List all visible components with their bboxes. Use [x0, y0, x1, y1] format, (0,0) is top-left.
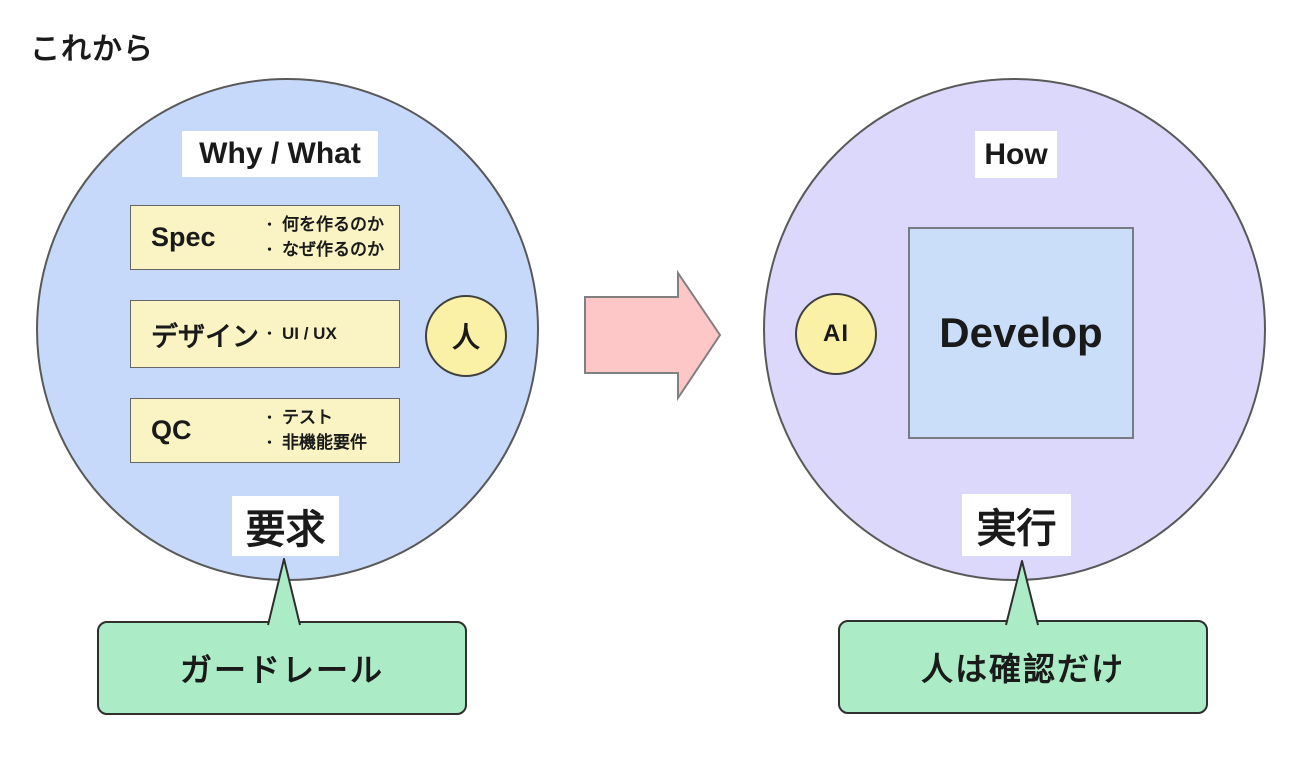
- task-box-design-label: デザイン: [151, 321, 259, 352]
- ai-circle: AI: [795, 293, 877, 375]
- bullet-item: ・非機能要件: [263, 432, 367, 454]
- bullet-item: ・何を作るのか: [263, 214, 384, 236]
- left-circle-top-label: Why / What: [182, 131, 378, 177]
- bullet-text: 非機能要件: [282, 432, 368, 452]
- bullet-text: なぜ作るのか: [282, 239, 385, 259]
- task-box-qc-label: QC: [151, 415, 192, 445]
- develop-box: Develop: [908, 227, 1134, 439]
- bullet-dot: ・: [263, 434, 277, 450]
- human-check-callout: 人は確認だけ: [838, 620, 1208, 714]
- bullet-item: ・なぜ作るのか: [263, 239, 384, 261]
- bullet-dot: ・: [263, 217, 277, 233]
- bullet-dot: ・: [263, 410, 277, 426]
- task-box-design-bullets: ・ UI / UX: [263, 323, 337, 345]
- left-circle-bottom-label: 要求: [232, 496, 339, 556]
- bullet-text: UI / UX: [282, 323, 337, 343]
- person-circle-label: 人: [451, 322, 480, 353]
- bullet-item: ・テスト: [263, 407, 367, 429]
- ai-circle-label: AI: [823, 320, 849, 347]
- task-box-spec-bullets: ・何を作るのか ・なぜ作るのか: [263, 214, 384, 260]
- guardrail-callout-label: ガードレール: [179, 652, 384, 688]
- flow-arrow: [584, 269, 722, 402]
- task-box-spec: Spec ・何を作るのか ・なぜ作るのか: [130, 205, 400, 270]
- bullet-dot: ・: [263, 241, 277, 257]
- right-arrow-icon: [584, 269, 722, 402]
- task-box-spec-label: Spec: [151, 222, 216, 252]
- page-title: これから: [30, 33, 154, 66]
- task-box-design: デザイン ・ UI / UX: [130, 300, 400, 368]
- right-circle-bottom-label: 実行: [962, 494, 1071, 556]
- right-circle-top-label: How: [975, 131, 1057, 178]
- develop-box-label: Develop: [939, 309, 1103, 356]
- human-check-callout-label: 人は確認だけ: [920, 651, 1125, 687]
- bullet-dot: ・: [263, 325, 277, 341]
- bullet-text: テスト: [282, 408, 334, 428]
- bullet-item: ・ UI / UX: [263, 323, 337, 345]
- task-box-qc: QC ・テスト ・非機能要件: [130, 398, 400, 463]
- bullet-text: 何を作るのか: [282, 215, 385, 235]
- task-box-qc-bullets: ・テスト ・非機能要件: [263, 407, 367, 453]
- person-circle: 人: [425, 295, 507, 377]
- guardrail-callout: ガードレール: [97, 621, 467, 715]
